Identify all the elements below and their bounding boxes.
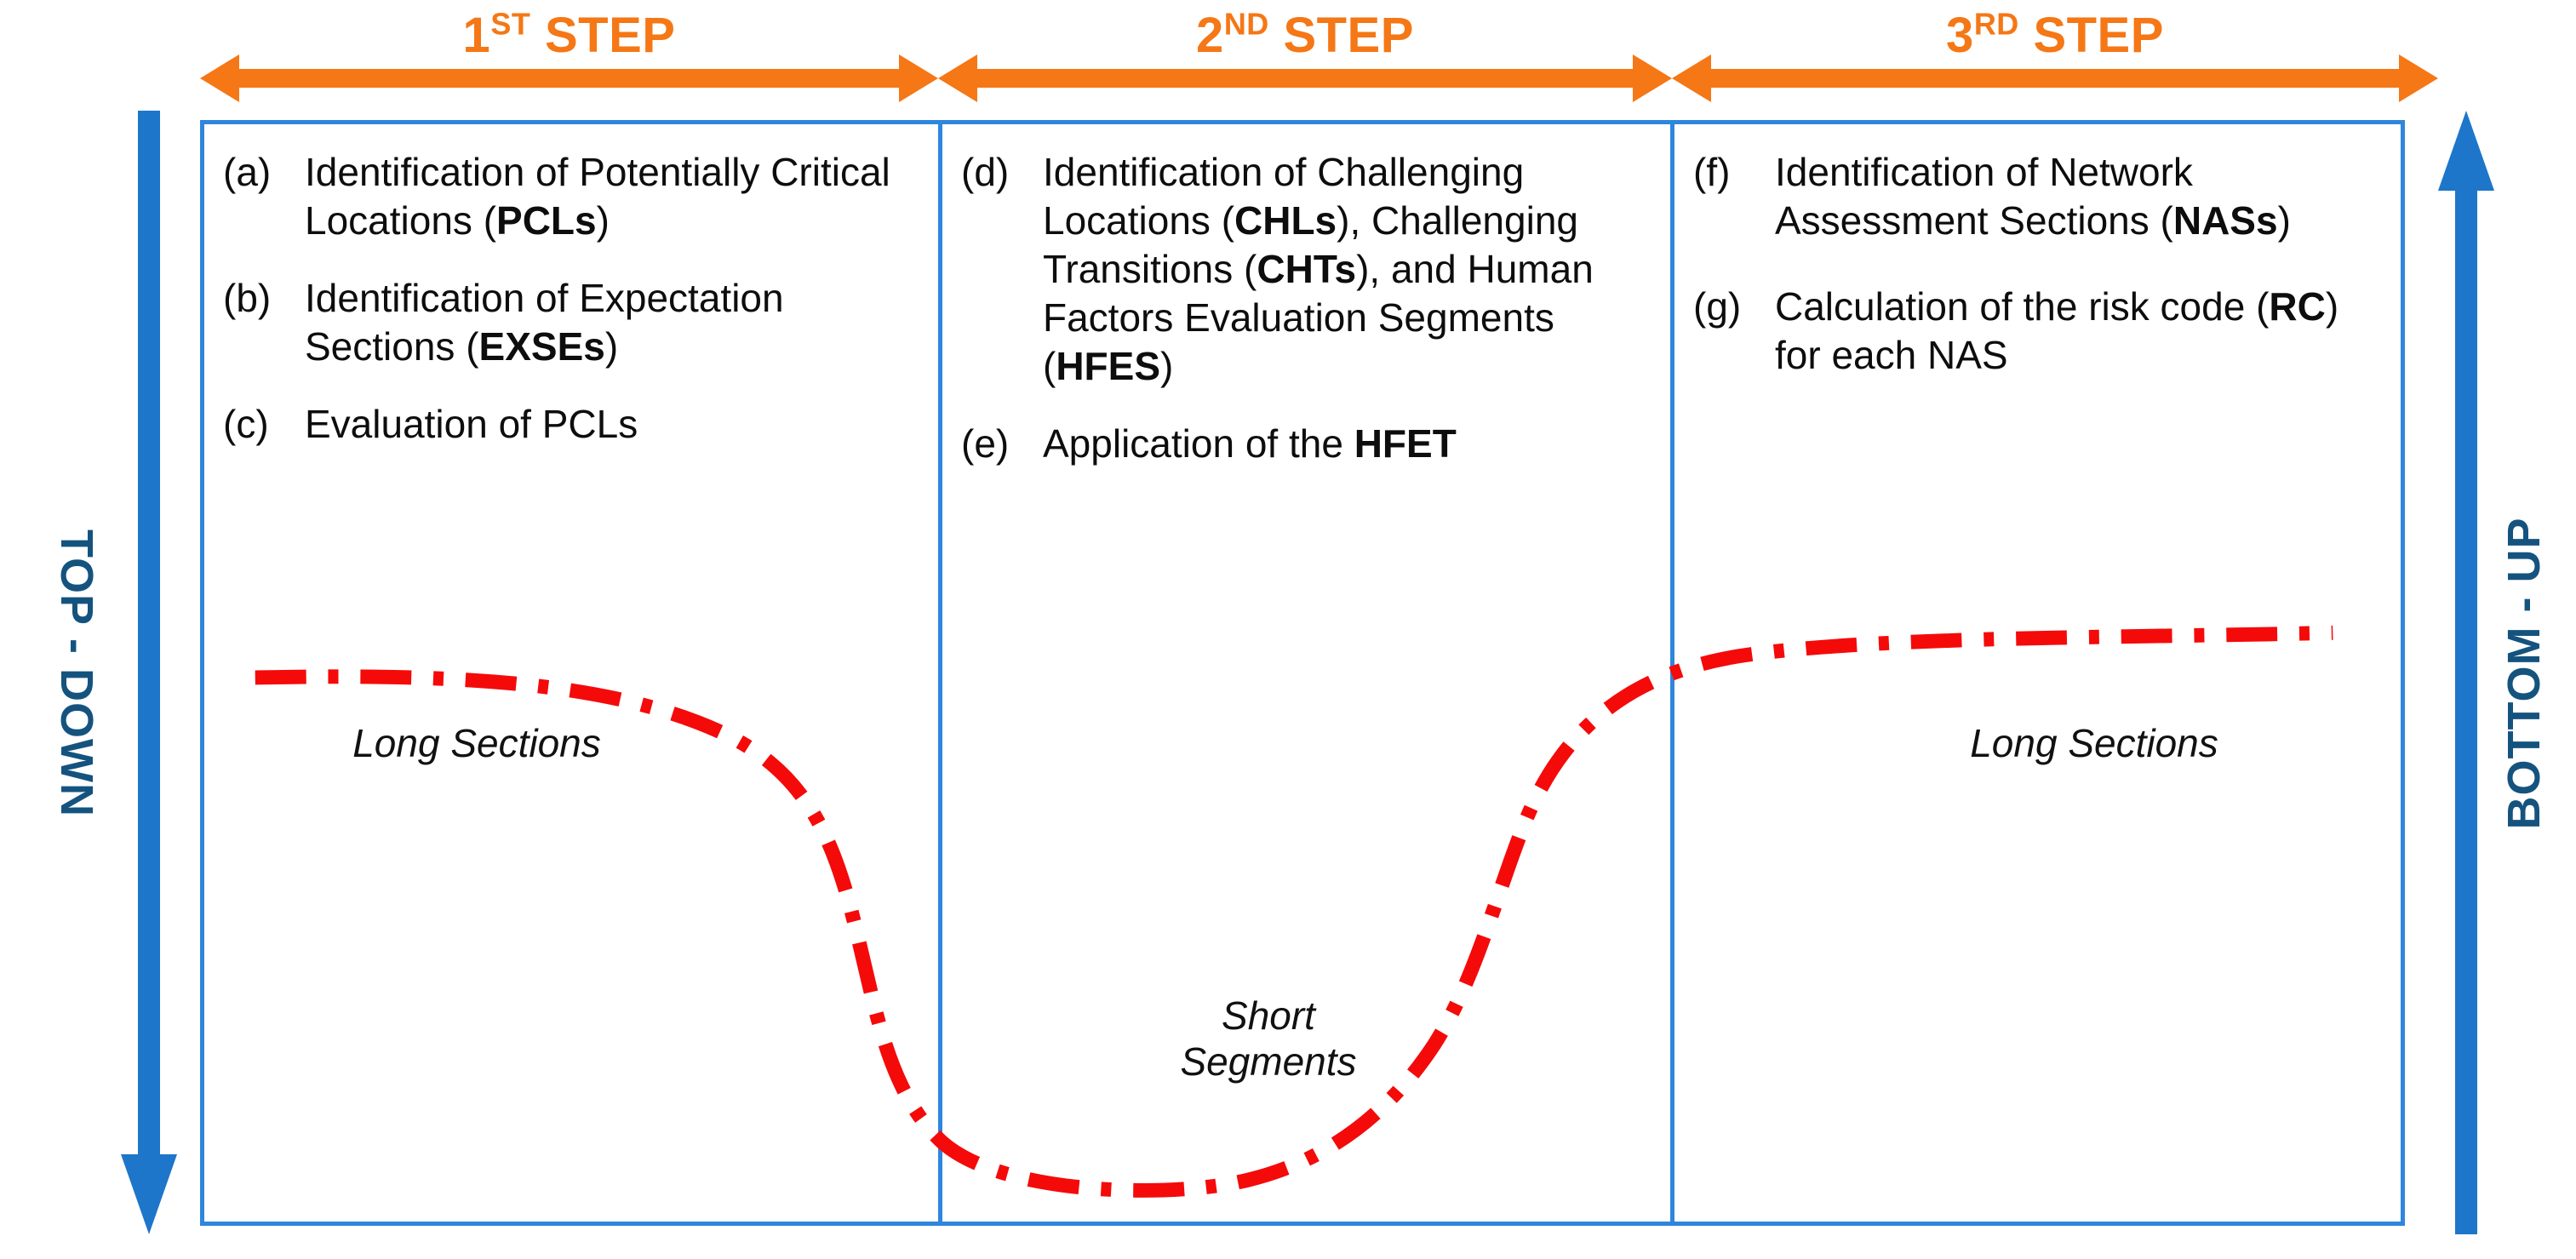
item-marker: (d) (961, 150, 1010, 194)
step-3-word: STEP (2033, 8, 2164, 63)
step-1-ordinal: 1 (462, 8, 491, 63)
item-text: Identification of Potentially Critical L… (305, 150, 890, 243)
item-marker: (b) (223, 276, 272, 321)
item-text: Identification of Expectation Sections (… (305, 276, 784, 369)
step-3-double-arrow (1672, 53, 2438, 104)
item-text: Identification of Network Assessment Sec… (1775, 150, 2291, 243)
step-band-1: 1ST STEP (200, 0, 938, 112)
item-text: Calculation of the risk code (RC) for ea… (1775, 284, 2339, 378)
top-down-arrow (119, 111, 179, 1234)
step-3-suffix: RD (1973, 6, 2019, 42)
list-item: (g) Calculation of the risk code (RC) fo… (1674, 283, 2405, 380)
list-item: (d) Identification of Challenging Locati… (942, 148, 1670, 391)
step-1-title: 1ST STEP (200, 7, 938, 64)
step-2-suffix: ND (1223, 6, 1269, 42)
item-text: Identification of Challenging Locations … (1043, 150, 1594, 389)
process-box: (a) Identification of Potentially Critic… (200, 120, 2405, 1226)
step-3-ordinal: 3 (1946, 8, 1974, 63)
step-2-word: STEP (1283, 8, 1414, 63)
step-band-3: 3RD STEP (1672, 0, 2438, 112)
step-3-title: 3RD STEP (1672, 7, 2438, 64)
curve-label-short-segments: Short Segments (1180, 993, 1357, 1084)
item-marker: (f) (1693, 150, 1731, 194)
step-1-double-arrow (200, 53, 938, 104)
item-text: Application of the HFET (1043, 421, 1457, 466)
item-marker: (c) (223, 402, 269, 447)
curve-label-long-sections-left: Long Sections (352, 721, 601, 765)
step-1-column: (a) Identification of Potentially Critic… (204, 124, 938, 1222)
step-2-column: (d) Identification of Challenging Locati… (942, 124, 1670, 1222)
step-2-ordinal: 2 (1196, 8, 1224, 63)
step-1-suffix: ST (490, 6, 531, 42)
list-item: (e) Application of the HFET (942, 420, 1670, 468)
top-down-label: TOP - DOWN (51, 529, 102, 817)
bottom-up-label: BOTTOM - UP (2499, 517, 2550, 830)
item-marker: (a) (223, 150, 272, 194)
step-2-title: 2ND STEP (938, 7, 1672, 64)
item-marker: (e) (961, 421, 1010, 466)
step-band-2: 2ND STEP (938, 0, 1672, 112)
list-item: (c) Evaluation of PCLs (204, 400, 938, 449)
item-marker: (g) (1693, 284, 1742, 329)
list-item: (a) Identification of Potentially Critic… (204, 148, 938, 245)
list-item: (f) Identification of Network Assessment… (1674, 148, 2405, 245)
bottom-up-arrow (2436, 111, 2496, 1234)
step-3-column: (f) Identification of Network Assessment… (1674, 124, 2405, 1222)
item-text: Evaluation of PCLs (305, 402, 638, 447)
step-1-word: STEP (544, 8, 676, 63)
step-2-double-arrow (938, 53, 1672, 104)
curve-label-long-sections-right: Long Sections (1970, 721, 2218, 765)
list-item: (b) Identification of Expectation Sectio… (204, 274, 938, 371)
